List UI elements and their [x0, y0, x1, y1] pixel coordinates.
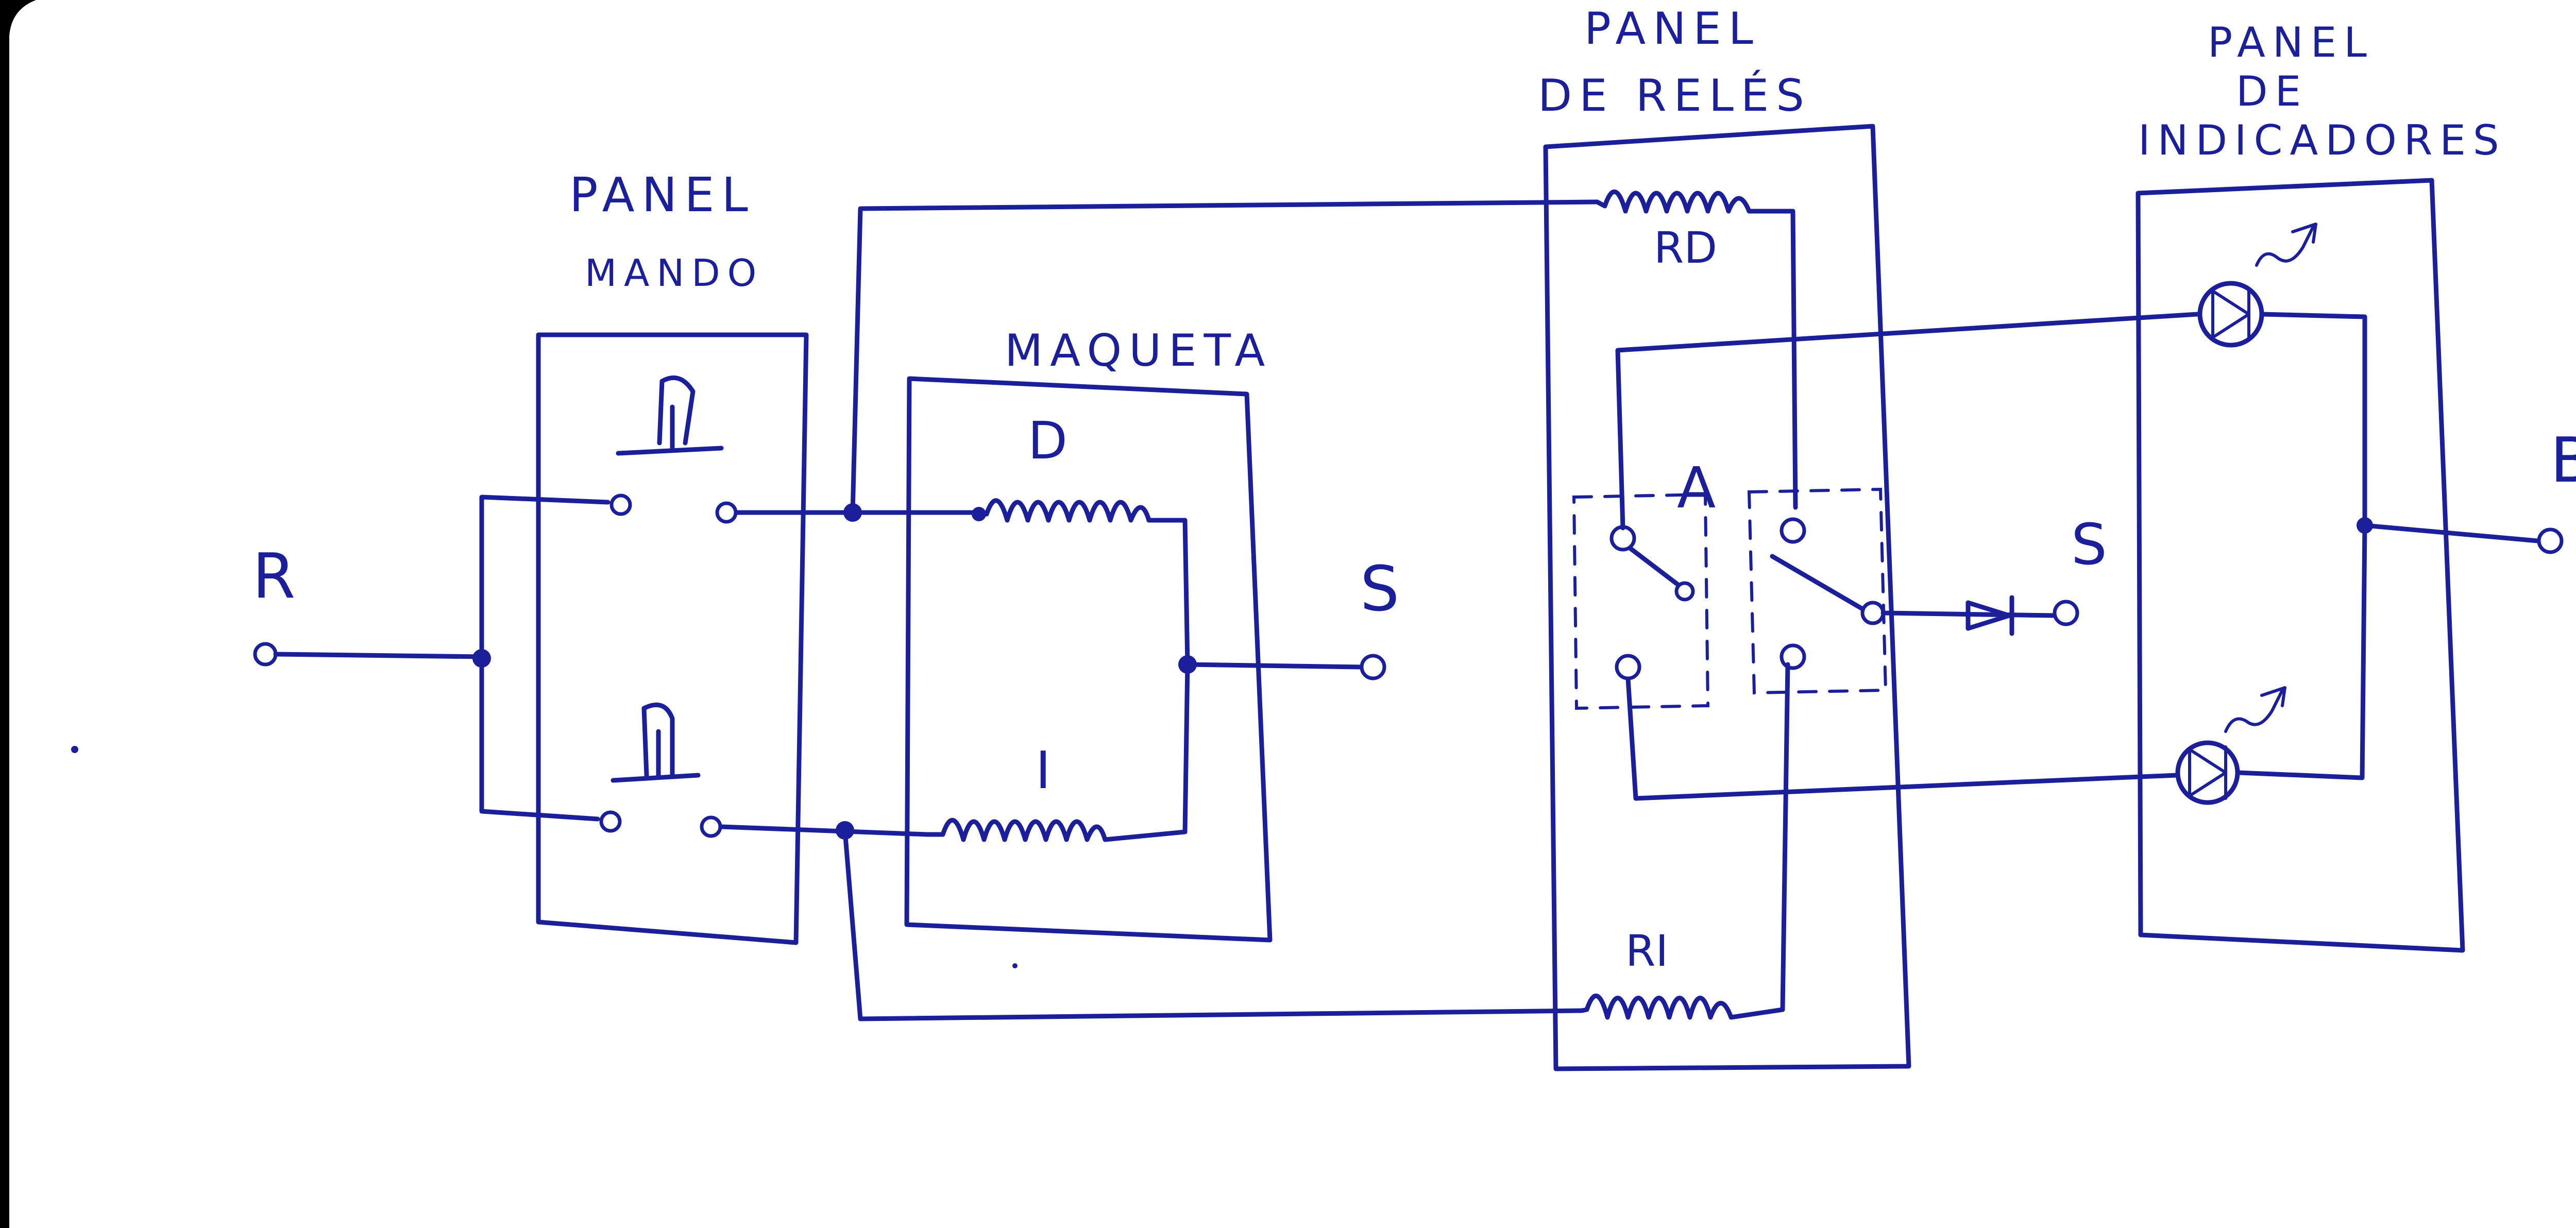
pushbutton-i-cap	[641, 702, 675, 778]
wire-indicator-top-right	[2259, 312, 2367, 528]
scan-edge	[0, 0, 36, 1228]
resistor-i-coil	[925, 817, 1188, 842]
wire-d-right	[1182, 518, 1190, 667]
panel-reles-title-line1: PANEL	[1584, 3, 1760, 55]
relay-contact-right-common	[1860, 601, 1885, 625]
panel-reles-title-line2: DE RELÉS	[1538, 70, 1811, 122]
terminal-s-maqueta-label: S	[1360, 554, 1399, 625]
wire-i	[719, 824, 930, 837]
pushbutton-d-cap	[657, 375, 696, 451]
relay-rd-coil	[1595, 189, 1795, 214]
pushbutton-i-contact-right	[700, 815, 722, 838]
indicator-top-light-icon	[2255, 223, 2317, 267]
scan-speck	[1012, 963, 1018, 968]
wire-b	[2362, 523, 2540, 543]
relay-contact-label: A	[1677, 455, 1716, 521]
terminal-b-label: B	[2550, 425, 2576, 497]
terminal-r	[253, 642, 278, 667]
wire-i-to-ri	[842, 828, 1584, 1021]
relay-ri-label: RI	[1625, 926, 1668, 976]
output-s-maqueta: S	[1178, 554, 1399, 680]
scan-speck	[71, 746, 78, 753]
panel-mando: PANEL MANDO	[536, 167, 809, 945]
panel-maqueta-box	[904, 376, 1273, 943]
indicator-bottom-lamp	[2175, 740, 2240, 805]
output-s-reles: S	[1880, 511, 2107, 636]
indicator-top	[1615, 223, 2367, 531]
relay-contact-block: A	[1572, 455, 1888, 710]
relay-contact-left-bottom	[1615, 654, 1641, 680]
resistor-i: I	[925, 662, 1190, 842]
panel-indicadores-title-line3: INDICADORES	[2138, 116, 2506, 164]
indicator-top-diode-mark	[2211, 287, 2250, 342]
wire-s-maqueta	[1185, 662, 1365, 670]
terminal-s-maqueta	[1360, 654, 1386, 680]
relay-ri: RI	[1579, 662, 1790, 1020]
output-b: B	[2357, 425, 2576, 554]
wire-ri-up	[1780, 662, 1790, 1012]
panel-mando-title-line1: PANEL	[569, 167, 755, 223]
relay-contact-right-switch	[1770, 554, 1868, 613]
relay-rd: RD	[1595, 189, 1798, 510]
terminal-r-label: R	[252, 541, 295, 612]
resistor-d: D	[976, 411, 1190, 667]
panel-maqueta-title: MAQUETA	[1005, 325, 1272, 377]
terminal-s-reles-label: S	[2071, 511, 2107, 577]
resistor-i-label: I	[1036, 740, 1051, 800]
relay-contact-right-bottom	[1780, 643, 1806, 670]
panel-mando-box	[536, 332, 809, 945]
indicator-bottom	[1625, 523, 2367, 805]
panel-indicadores-box	[2136, 178, 2465, 953]
wire-r	[273, 652, 484, 659]
pushbutton-i	[599, 702, 722, 838]
relay-contact-left-box	[1572, 492, 1710, 710]
relay-contact-left-switch	[1628, 546, 1687, 592]
terminal-b	[2537, 527, 2564, 554]
input-r: R	[252, 494, 611, 822]
wire-indicator-top	[1615, 312, 2200, 531]
indicator-bottom-light-icon	[2224, 686, 2286, 733]
panel-maqueta: MAQUETA	[904, 325, 1273, 943]
panel-indicadores: PANEL DE INDICADORES	[2136, 19, 2506, 953]
pushbutton-d-contact-right	[715, 501, 738, 524]
pushbutton-d	[609, 375, 738, 524]
pushbutton-i-plate	[611, 773, 701, 783]
diode-symbol	[1965, 595, 2014, 636]
wire-d-to-rd	[850, 199, 1600, 515]
panel-reles: PANEL DE RELÉS	[1538, 3, 1911, 1071]
terminal-s-reles	[2053, 600, 2079, 626]
panel-reles-box	[1543, 124, 1911, 1071]
relay-contact-right-top	[1780, 517, 1806, 544]
panel-indicadores-title-line1: PANEL	[2208, 19, 2374, 66]
relay-contact-left-top	[1609, 525, 1636, 552]
relay-contact-left-common	[1674, 581, 1695, 602]
relay-contact-right-box	[1747, 487, 1888, 695]
indicator-top-lamp	[2197, 281, 2264, 348]
wire-indicator-bottom-right	[2236, 523, 2367, 780]
wire-rd-down	[1790, 209, 1798, 510]
wire-indicator-bottom	[1625, 676, 2179, 801]
wire-i-right	[1182, 662, 1190, 834]
resistor-d-coil	[976, 498, 1188, 523]
pushbutton-d-contact-left	[609, 493, 632, 516]
indicator-bottom-diode-mark	[2188, 745, 2227, 800]
panel-indicadores-title-line2: DE	[2236, 67, 2308, 115]
relay-rd-label: RD	[1654, 223, 1717, 273]
resistor-d-label: D	[1028, 411, 1067, 471]
relay-ri-coil	[1579, 993, 1785, 1020]
panel-mando-title-line2: MANDO	[585, 251, 764, 295]
pushbutton-d-plate	[616, 446, 724, 456]
pushbutton-i-contact-left	[599, 810, 622, 833]
wire-r-branch	[479, 494, 611, 822]
